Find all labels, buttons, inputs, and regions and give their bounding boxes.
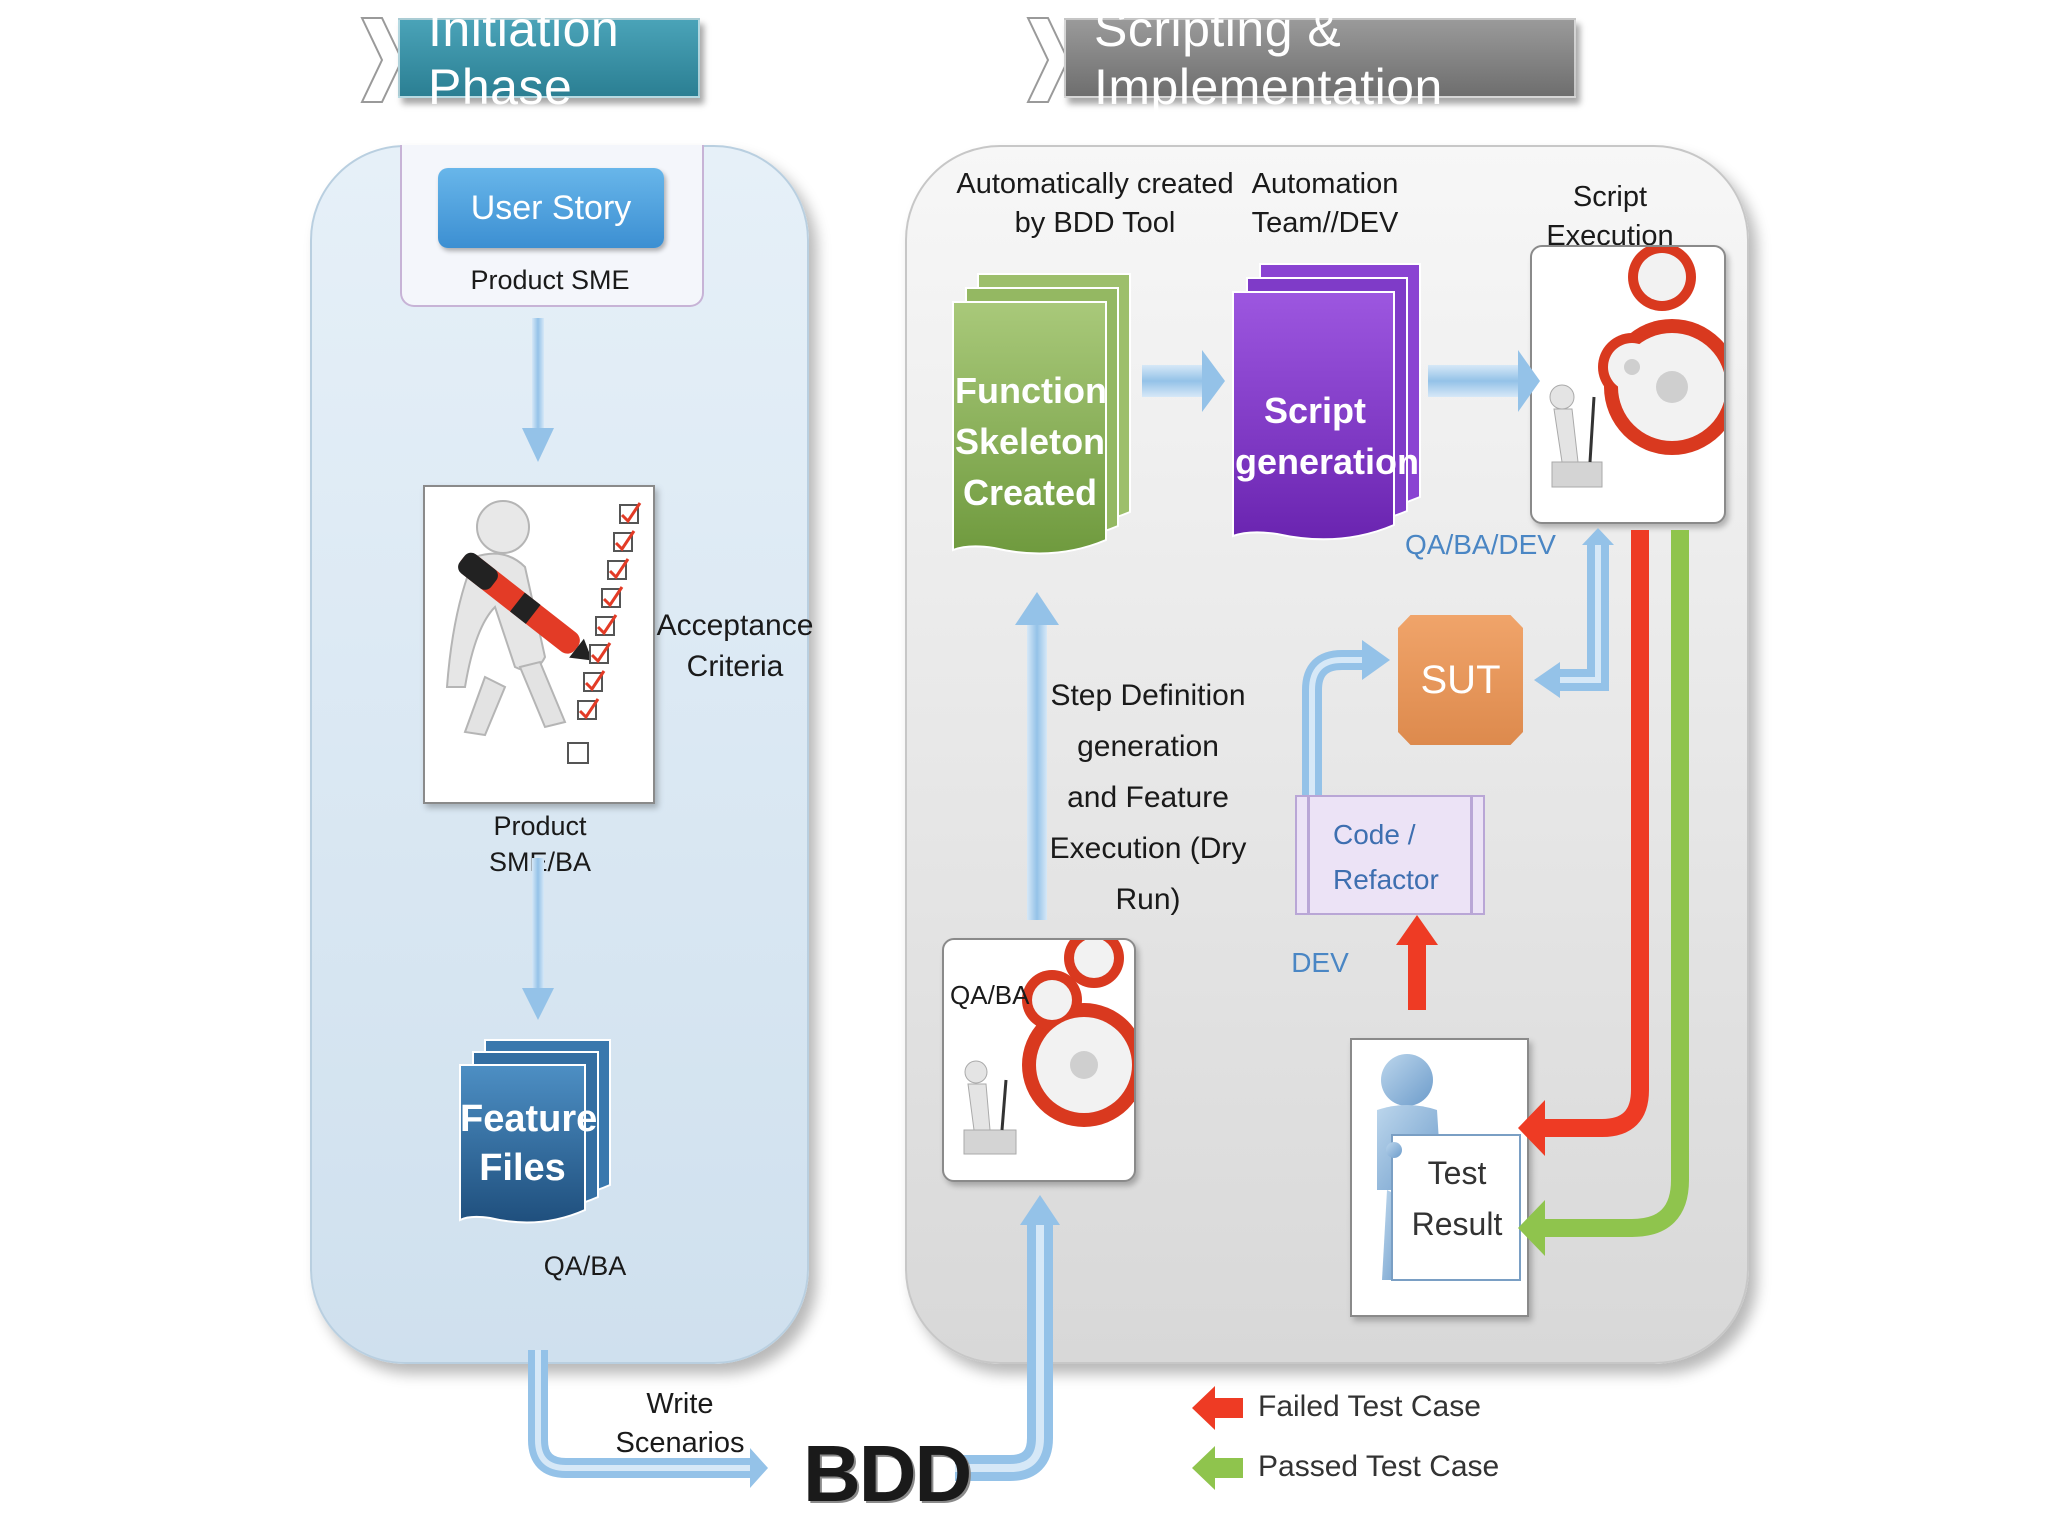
code-refactor-box: Code / Refactor	[1295, 795, 1485, 915]
feature-files-line1: Feature	[460, 1098, 598, 1140]
auto-created-label: Automatically created by BDD Tool	[945, 165, 1245, 243]
script-gen-line2: generation	[1235, 441, 1420, 483]
code-refactor-label: Code / Refactor	[1333, 813, 1439, 903]
feature-files-label: Feature Files	[460, 1095, 598, 1194]
acceptance-criteria-image	[423, 485, 655, 804]
user-story-label: User Story	[470, 188, 632, 227]
user-story-box: User Story	[438, 168, 664, 248]
write-scenarios-label: Write Scenarios	[615, 1388, 745, 1460]
test-result-image	[1350, 1038, 1529, 1317]
code-box-left-bar	[1307, 797, 1310, 913]
dry-run-role: QA/BA	[950, 980, 1030, 1010]
execution-role: QA/BA/DEV	[1405, 529, 1556, 560]
automation-line2: Team//DEV	[1251, 207, 1399, 240]
bdd-label: BDD	[803, 1429, 972, 1518]
dev-role: DEV	[1291, 947, 1349, 978]
user-story-role: Product SME	[470, 265, 630, 295]
step-def-line5: Run)	[1115, 883, 1181, 916]
initiation-phase-header: Initiation Phase	[398, 1, 700, 115]
dry-run-image	[942, 938, 1136, 1182]
skeleton-line3: Created	[962, 472, 1098, 514]
test-line1: Test	[1427, 1155, 1487, 1191]
scripting-phase-header: Scripting & Implementation	[1064, 1, 1576, 115]
sut-label: SUT	[1420, 657, 1501, 702]
initiation-phase-title: Initiation Phase	[428, 1, 620, 115]
step-def-line2: generation	[1077, 730, 1219, 763]
checklist-person-icon	[445, 500, 642, 764]
step-def-line1: Step Definition	[1050, 679, 1246, 712]
automation-line1: Automation	[1251, 168, 1399, 200]
feature-role: QA/BA	[543, 1251, 627, 1281]
function-skeleton-icon	[952, 273, 1131, 555]
test-result-label: Test Result	[1392, 1148, 1522, 1250]
gears-icon	[1549, 247, 1724, 488]
feature-files-line2: Files	[479, 1147, 566, 1190]
legend-failed-label: Failed Test Case	[1258, 1390, 1481, 1423]
legend-passed-label: Passed Test Case	[1258, 1450, 1500, 1483]
code-line1: Code /	[1333, 819, 1416, 850]
automation-team-label: Automation Team//DEV	[1225, 165, 1425, 243]
acceptance-criteria-label: Acceptance Criteria	[655, 606, 815, 687]
script-generation-icon	[1232, 263, 1421, 541]
test-line2: Result	[1411, 1206, 1503, 1243]
acceptance-role: Product SME/BA	[488, 811, 592, 878]
auto-created-line1: Automatically created	[956, 168, 1234, 200]
sut-box: SUT	[1398, 615, 1523, 745]
person-with-sign-icon	[1377, 1054, 1521, 1281]
script-generation-label: Script generation	[1235, 385, 1420, 487]
code-box-right-bar	[1470, 797, 1473, 913]
skeleton-line2: Skeleton	[955, 421, 1106, 463]
feature-files-icon	[459, 1039, 611, 1224]
auto-created-line2: by BDD Tool	[1014, 207, 1176, 240]
function-skeleton-label: Function Skeleton Created	[955, 365, 1107, 518]
scripting-phase-title: Scripting & Implementation	[1094, 1, 1443, 115]
step-def-line4: Execution (Dry	[1049, 832, 1247, 865]
gears-icon	[963, 940, 1134, 1155]
script-execution-image	[1530, 245, 1726, 524]
acceptance-criteria-line2: Criteria	[686, 649, 784, 683]
acceptance-criteria-line1: Acceptance	[656, 609, 814, 642]
step-def-line3: and Feature	[1067, 781, 1229, 814]
script-gen-line1: Script	[1263, 390, 1367, 431]
skeleton-line1: Function	[955, 370, 1107, 411]
step-definition-label: Step Definition generation and Feature E…	[1048, 670, 1248, 925]
code-line2: Refactor	[1333, 863, 1439, 895]
